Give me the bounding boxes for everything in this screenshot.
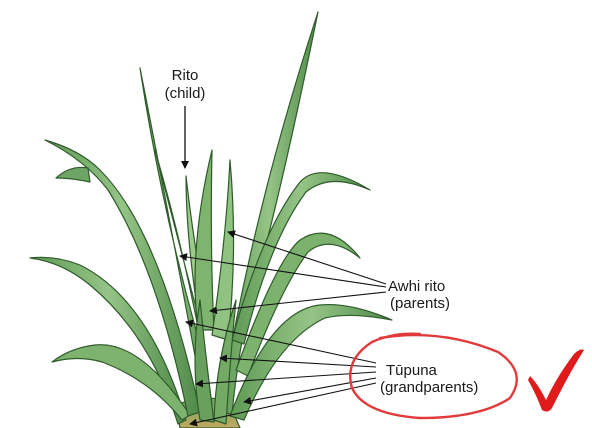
leaf-awhi-left	[195, 150, 214, 330]
label-child-name: Rito	[172, 67, 199, 84]
label-grandparents-role: (grandparents)	[380, 379, 478, 396]
arrow-grand-4	[244, 378, 376, 402]
leaf-outer-left-3	[45, 140, 200, 416]
label-parents-name: Awhi rito	[388, 278, 445, 295]
label-child-role: (child)	[165, 85, 206, 102]
leaf-left-drape	[56, 167, 90, 182]
flax-plant	[30, 12, 392, 428]
label-grandparents-name: Tūpuna	[386, 362, 438, 379]
label-parents-role: (parents)	[390, 295, 450, 312]
label-child: Rito (child)	[165, 67, 206, 168]
leaf-awhi-right	[212, 160, 234, 340]
check-mark-icon	[528, 350, 584, 412]
